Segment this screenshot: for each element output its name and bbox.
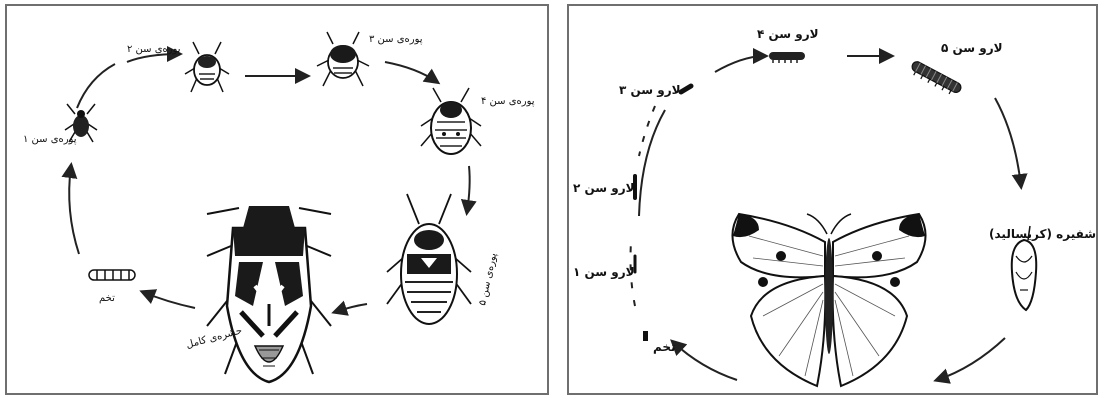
nymph-3-icon	[317, 32, 369, 86]
butterfly-icon	[732, 214, 925, 386]
label-nymph-1: پوره‌ی سن ۱	[23, 134, 77, 145]
label-nymph-3: پوره‌ی سن ۳	[369, 34, 423, 45]
label-larva-5: لارو سن ۵	[941, 41, 1003, 56]
complete-metamorphosis-panel: لارو سن ۴ لارو سن ۵ لارو سن ۳ لارو سن ۲ …	[567, 4, 1098, 395]
larva-5-icon	[908, 60, 962, 98]
larva-3-icon	[681, 86, 691, 92]
egg-icon	[643, 331, 648, 341]
label-egg: تخم	[99, 293, 115, 304]
incomplete-metamorphosis-panel: پوره‌ی سن ۲ پوره‌ی سن ۳ پوره‌ی سن ۴ پوره…	[5, 4, 549, 395]
egg-cluster-icon	[89, 270, 135, 280]
label-larva-1: لارو سن ۱	[573, 265, 635, 280]
label-egg: تخم	[653, 340, 676, 354]
nymph-4-icon	[421, 88, 481, 154]
butterfly-life-cycle-diagram: لارو سن ۴ لارو سن ۵ لارو سن ۳ لارو سن ۲ …	[569, 6, 1100, 397]
label-larva-3: لارو سن ۳	[619, 83, 681, 98]
label-nymph-2: پوره‌ی سن ۲	[127, 44, 181, 55]
cycle-arrows	[631, 56, 1022, 380]
larva-4-icon	[769, 52, 805, 63]
nymph-5-icon	[387, 194, 471, 324]
bug-life-cycle-diagram: پوره‌ی سن ۲ پوره‌ی سن ۳ پوره‌ی سن ۴ پوره…	[7, 6, 551, 397]
label-larva-4: لارو سن ۴	[757, 27, 819, 42]
label-larva-2: لارو سن ۲	[573, 181, 635, 196]
label-nymph-4: پوره‌ی سن ۴	[481, 96, 535, 107]
adult-bug-icon	[207, 206, 331, 382]
label-pupa: شفیره (کریسالید)	[989, 227, 1096, 241]
nymph-2-icon	[185, 42, 229, 92]
label-nymph-5: پوره‌ی سن ۵	[477, 252, 499, 307]
